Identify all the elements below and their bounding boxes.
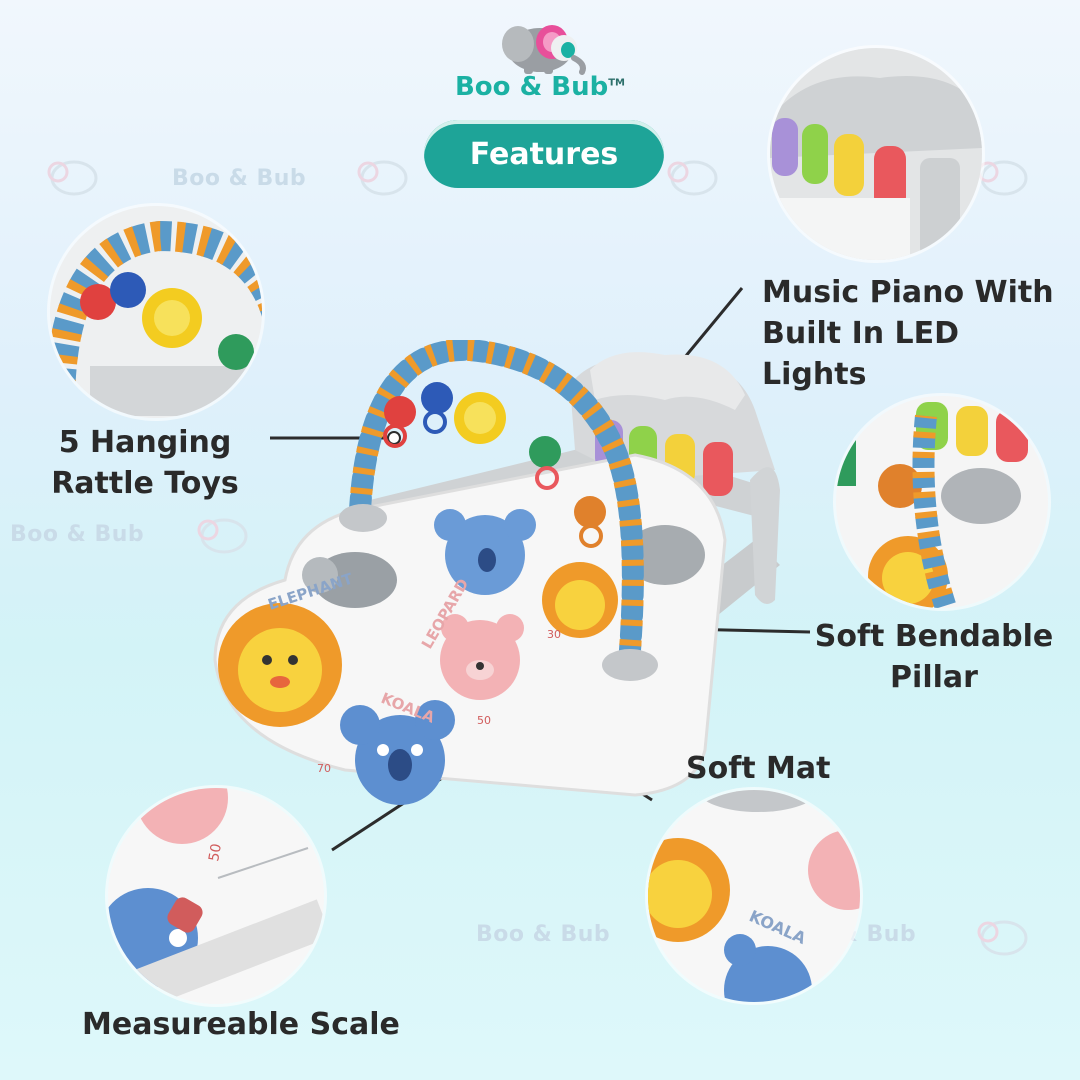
watermark: Boo & Bub: [476, 922, 611, 947]
detail-circle-piano: [770, 48, 982, 260]
brand-name: Boo & BubTM: [454, 72, 626, 102]
pillar-base-right: [602, 649, 658, 681]
watermark-elephant-icon: [667, 160, 718, 196]
hanging-rattle-blue: [421, 382, 453, 434]
rattle-toys-closeup: [50, 206, 262, 418]
watermark-elephant-icon: [197, 518, 248, 554]
elephant-logo-icon: [502, 25, 586, 75]
rattle-callout-label: 5 Hanging Rattle Toys: [40, 422, 250, 504]
watermark-elephant-icon: [357, 160, 408, 196]
piano-closeup: [770, 48, 982, 260]
scale-mark: 70: [317, 762, 331, 775]
scale-mark: 30: [547, 628, 561, 641]
koala-print-top: [434, 509, 536, 595]
play-gym-product-image: ELEPHANT LEOPARD KOALA 30 50 70: [213, 340, 780, 805]
scale-mark: 50: [477, 714, 491, 727]
detail-circle-scale: 50: [108, 788, 324, 1004]
mat-callout-label: Soft Mat: [686, 751, 831, 786]
detail-circle-rattle-toys: [50, 206, 262, 418]
bear-print-pink: [440, 614, 524, 700]
scale-callout-label: Measureable Scale: [82, 1007, 400, 1042]
measurable-scale-closeup: 50: [108, 788, 324, 1004]
hanging-rattle-sun: [454, 392, 506, 444]
pillar-callout-label: Soft Bendable Pillar: [814, 616, 1054, 698]
watermark: Boo & Bub: [172, 166, 307, 191]
piano-label-line-1: Music Piano With: [762, 275, 1054, 310]
pillar-closeup: [836, 396, 1048, 608]
rattle-label-line-1: 5 Hanging: [58, 425, 232, 460]
pillar-base-left: [339, 504, 387, 532]
watermark-elephant-icon: [47, 160, 98, 196]
soft-mat-closeup: KOALA: [648, 790, 860, 1002]
detail-circle-soft-mat: KOALA: [648, 790, 860, 1002]
pillar-label-line-1: Soft Bendable: [814, 619, 1054, 654]
piano-label-line-2: Built In LED Lights: [762, 316, 960, 392]
detail-circle-pillar: [836, 396, 1048, 608]
hanging-rattle-red: [383, 396, 416, 448]
lion-print: [218, 603, 342, 727]
lion-print-small: [542, 562, 618, 638]
trademark-mark: TM: [608, 77, 626, 89]
piano-callout-label: Music Piano With Built In LED Lights: [762, 272, 1062, 395]
brand-logo: Boo & BubTM: [440, 14, 640, 104]
closeup-scale-mark: 50: [206, 842, 225, 862]
elephant-print-right: [625, 525, 705, 585]
watermark: Boo & Bub: [10, 522, 145, 547]
koala-print-large: [340, 700, 455, 805]
hanging-rattle-orange: [574, 496, 606, 548]
pillar-label-line-2: Pillar: [890, 660, 978, 695]
features-heading: Features: [424, 120, 664, 188]
rattle-label-line-2: Rattle Toys: [51, 466, 239, 501]
elephant-print: [302, 552, 397, 608]
piano-key-red: [703, 442, 733, 496]
hanging-rattle-green: [529, 436, 561, 490]
watermark-elephant-icon: [977, 920, 1028, 956]
